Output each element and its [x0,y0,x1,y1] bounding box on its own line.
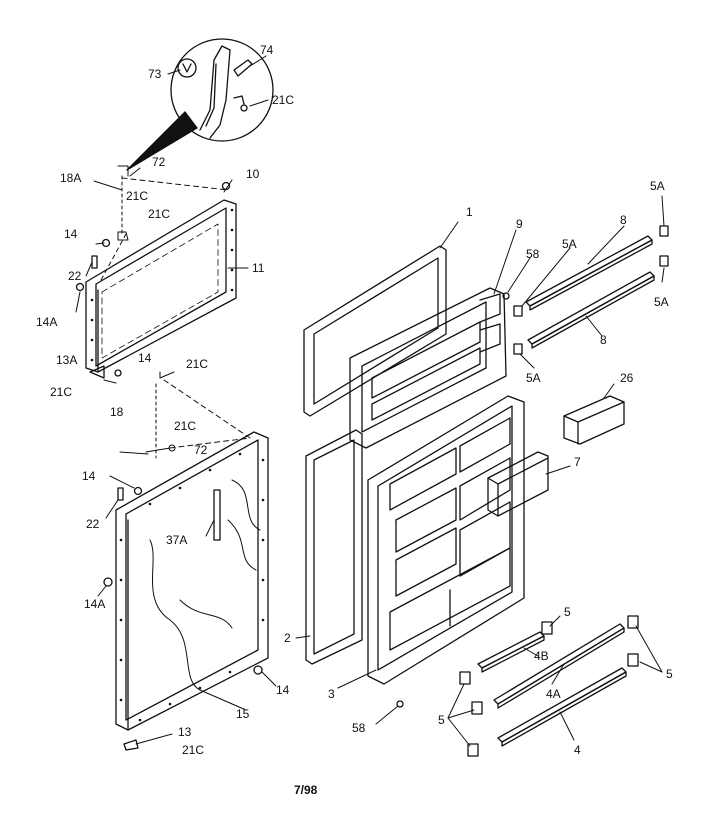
label-14-b: 14 [138,351,152,365]
label-4b: 4B [534,649,549,663]
label-3: 3 [328,687,335,701]
label-5-a: 5 [564,605,571,619]
label-2: 2 [284,631,291,645]
label-21c-e: 21C [174,419,197,433]
label-14-c: 14 [82,469,96,483]
label-58-top: 58 [526,247,540,261]
label-4: 4 [574,743,581,757]
butter-compartment [563,395,625,445]
callout-leaders [75,179,665,747]
label-5-c: 5 [666,667,673,681]
label-22-a: 22 [68,269,82,283]
label-13: 13 [178,725,192,739]
fresh-food-door [115,431,269,731]
label-58-bot: 58 [352,721,366,735]
label-21c-d: 21C [50,385,73,399]
fresh-food-liner [367,395,525,685]
label-21c-b: 21C [148,207,171,221]
label-22-b: 22 [86,517,100,531]
inset-leaders [167,55,269,107]
label-72-mid: 72 [194,443,208,457]
rail-end-caps-5A [513,225,669,355]
label-26: 26 [620,371,634,385]
label-21c-c: 21C [186,357,209,371]
label-14-a: 14 [64,227,78,241]
door-dots [90,208,265,722]
upper-hinge [93,165,229,283]
rail-end-caps-5 [459,615,639,757]
screws-58 [396,292,510,708]
label-14a-b: 14A [84,597,106,611]
label-21c-f: 21C [182,743,205,757]
label-14a-a: 14A [36,315,58,329]
label-11: 11 [252,261,265,275]
label-5a-top: 5A [562,237,577,251]
middle-hinge [103,371,251,459]
label-10: 10 [246,167,260,181]
label-21c-a: 21C [126,189,149,203]
label-73: 73 [148,67,162,81]
label-5a-right: 5A [650,179,665,193]
label-15: 15 [236,707,250,721]
label-4a: 4A [546,687,561,701]
label-13a: 13A [56,353,78,367]
label-21c-inset: 21C [272,93,295,107]
hinge-detail-inset [126,38,274,171]
label-14-d: 14 [276,683,290,697]
fresh-food-gasket [305,429,363,665]
label-7: 7 [574,455,581,469]
freezer-liner [349,287,507,449]
label-9: 9 [516,217,523,231]
door-bin [487,451,549,517]
revision-code: 7/98 [294,783,318,797]
label-18a: 18A [60,171,82,185]
label-5a-low: 5A [526,371,541,385]
label-37a: 37A [166,533,188,547]
freezer-rails [525,235,655,349]
label-8-top: 8 [620,213,627,227]
label-8-mid: 8 [600,333,607,347]
label-5-b: 5 [438,713,445,727]
label-5a-mid: 5A [654,295,669,309]
label-18: 18 [110,405,124,419]
label-72-top: 72 [152,155,166,169]
label-1: 1 [466,205,473,219]
label-74: 74 [260,43,274,57]
freezer-gasket [303,245,447,417]
fresh-food-small-parts [103,486,263,751]
freezer-door [85,199,237,373]
fresh-food-rails [477,623,627,747]
